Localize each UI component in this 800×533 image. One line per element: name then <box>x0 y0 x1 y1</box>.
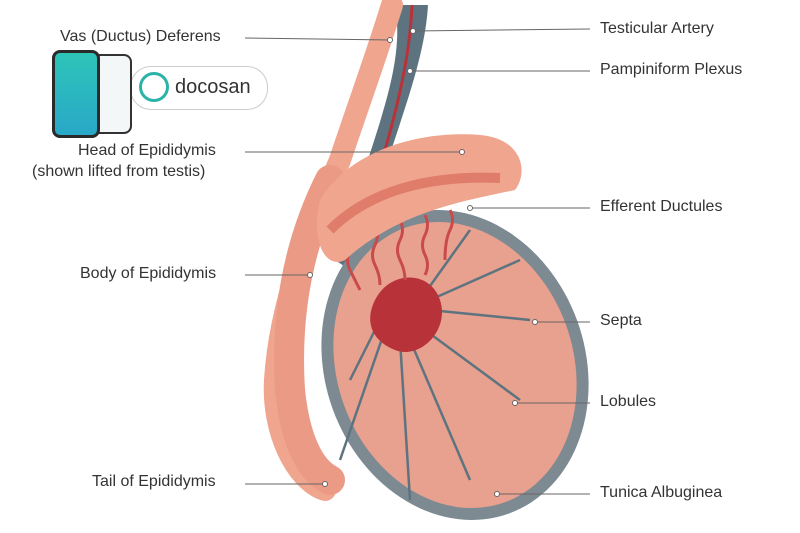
label-efferent-ductules: Efferent Ductules <box>600 198 723 215</box>
epididymis-head-shape <box>316 134 522 262</box>
label-tunica-albuginea: Tunica Albuginea <box>600 484 723 501</box>
phone-front-image <box>52 50 100 138</box>
label-testicular-artery: Testicular Artery <box>600 20 714 37</box>
label-head-note: (shown lifted from testis) <box>32 163 206 180</box>
label-tail-epididymis: Tail of Epididymis <box>92 473 216 490</box>
rete-testis <box>370 277 442 352</box>
docosan-logo: docosan <box>130 66 268 110</box>
label-lobules: Lobules <box>600 393 657 410</box>
label-septa: Septa <box>600 312 642 329</box>
label-vas-deferens: Vas (Ductus) Deferens <box>60 28 221 45</box>
epididymis-body-shape <box>274 165 345 495</box>
leader-lines <box>244 28 591 495</box>
label-pampiniform-plexus: Pampiniform Plexus <box>600 61 743 78</box>
brand-name: docosan <box>175 76 251 98</box>
label-head-epididymis: Head of Epididymis <box>78 142 216 159</box>
label-body-epididymis: Body of Epididymis <box>80 265 217 282</box>
docosan-logo-icon <box>139 72 169 102</box>
